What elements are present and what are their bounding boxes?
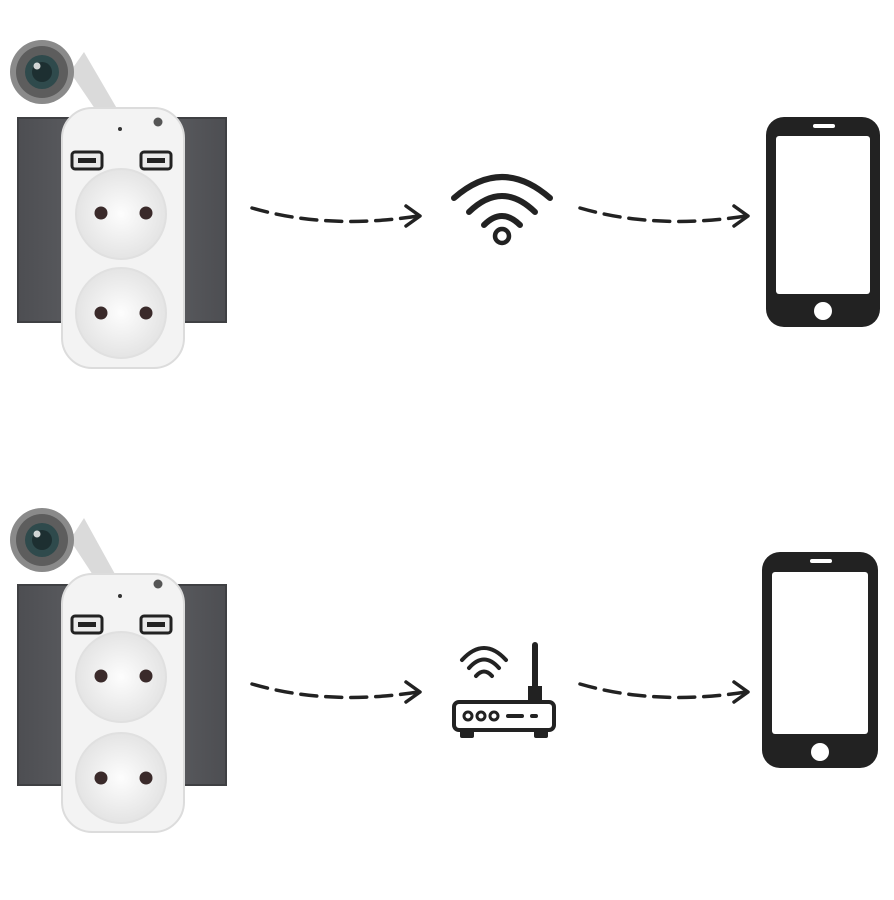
diagram-row-direct-wifi: [0, 0, 894, 400]
camera-socket-icon: [10, 508, 227, 833]
pinhole-camera: [118, 127, 122, 131]
pinhole-camera: [118, 594, 122, 598]
camera-lens: [10, 40, 74, 104]
diagram-row-via-router: [0, 470, 894, 870]
connection-arrow-router-to-phone: [578, 680, 750, 704]
connection-arrow-socket-to-router: [250, 680, 422, 704]
router-icon: [452, 642, 556, 738]
camera-socket-icon: [10, 40, 227, 369]
outlet-upper: [75, 631, 167, 723]
outlet-upper: [75, 168, 167, 260]
indicator-led: [153, 117, 163, 127]
outlet-lower: [75, 732, 167, 824]
camera-lens: [10, 508, 74, 572]
smartphone-icon: [762, 552, 878, 768]
outlet-lower: [75, 267, 167, 359]
connection-arrow-wifi-to-phone: [578, 204, 750, 228]
smartphone-icon: [766, 117, 880, 327]
indicator-led: [153, 579, 163, 589]
connection-arrow-socket-to-wifi: [250, 204, 422, 228]
wifi-icon: [451, 174, 553, 246]
